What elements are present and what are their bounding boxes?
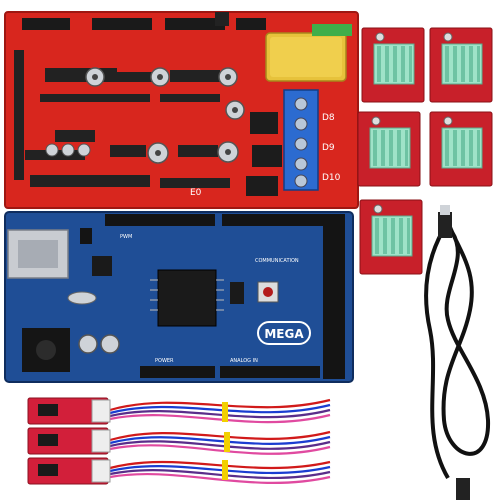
usb-cable — [424, 205, 491, 500]
ramps-fuse — [265, 32, 347, 82]
label-power: POWER — [155, 358, 174, 364]
dc-jack — [22, 328, 70, 372]
ramps-top-headers — [22, 18, 266, 30]
label-analog-in: ANALOG IN — [230, 358, 258, 364]
stepper-driver — [429, 111, 493, 187]
label-e0: E0 — [190, 188, 202, 198]
label-d10: D10 — [322, 173, 341, 183]
reset-button — [215, 12, 229, 26]
stepper-drivers — [357, 27, 493, 275]
mega-board: MEGA COMMUNICATION POWER ANALOG IN PWM — [4, 211, 354, 383]
usb-chip — [92, 256, 112, 276]
label-d8: D8 — [322, 113, 335, 123]
stepper-driver — [361, 27, 425, 103]
ramps-side-header — [14, 50, 24, 180]
stepper-driver — [429, 27, 493, 103]
ramps-mosfets — [246, 112, 282, 196]
label-d9: D9 — [322, 143, 335, 153]
mcu-chip — [157, 269, 217, 327]
endstop-wires — [109, 398, 331, 485]
usb-cable-plug — [438, 212, 452, 238]
mega-logo: MEGA — [257, 321, 311, 345]
ramps-power-terminals — [283, 89, 319, 191]
endstops — [27, 397, 331, 485]
stepper-driver — [357, 111, 421, 187]
label-pwm: PWM — [120, 234, 132, 240]
ramps-green-terminal — [312, 24, 352, 36]
label-communication: COMMUNICATION — [255, 258, 299, 264]
endstop-switch — [27, 457, 111, 485]
endstop-switch — [27, 397, 111, 425]
ramps-board: D8 D9 D10 E0 — [4, 11, 359, 209]
usb-cable-plug-b — [456, 478, 470, 500]
mega-logo-text: MEGA — [264, 327, 304, 341]
mega-headers — [80, 214, 345, 379]
crystal — [67, 291, 97, 305]
usb-b-port — [7, 229, 69, 279]
ramps-capacitors — [45, 67, 245, 164]
stepper-driver — [359, 199, 423, 275]
cable-ties — [222, 402, 230, 480]
endstop-switch — [27, 427, 111, 455]
